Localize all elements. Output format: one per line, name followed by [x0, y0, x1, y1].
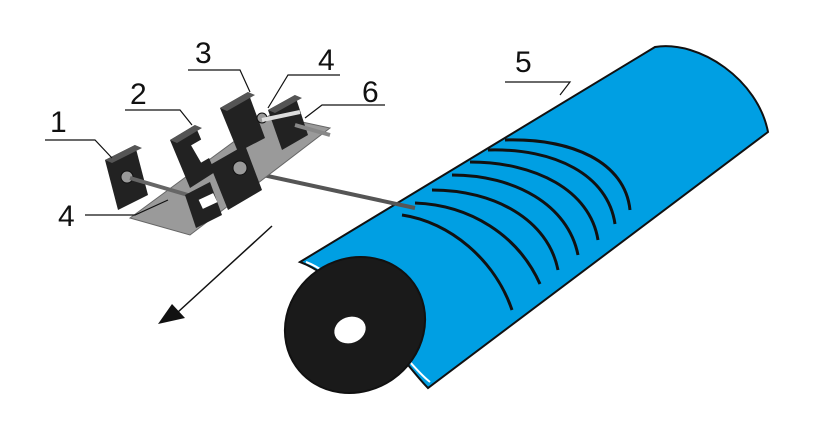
label-4-lower: 4	[58, 200, 75, 233]
guide-block-4-lower	[185, 182, 222, 228]
guide-block-2	[170, 125, 215, 188]
arrow-down-left-icon	[158, 225, 273, 324]
wire-segment	[261, 110, 301, 122]
label-3: 3	[195, 37, 212, 70]
guide-assembly	[105, 92, 332, 236]
center-roller	[210, 145, 262, 210]
winding-lines	[401, 138, 632, 311]
guide-block-4-upper	[268, 95, 308, 150]
roll	[283, 45, 770, 395]
feed-wire	[239, 168, 416, 210]
label-5: 5	[515, 46, 532, 79]
label-4-upper: 4	[318, 44, 335, 77]
label-2: 2	[130, 78, 147, 111]
leader-lines	[45, 69, 572, 216]
label-6: 6	[362, 76, 379, 109]
roll-core-hole	[334, 316, 366, 344]
rod-6	[294, 123, 331, 137]
label-1: 1	[50, 106, 67, 139]
guide-block-1	[105, 145, 148, 210]
